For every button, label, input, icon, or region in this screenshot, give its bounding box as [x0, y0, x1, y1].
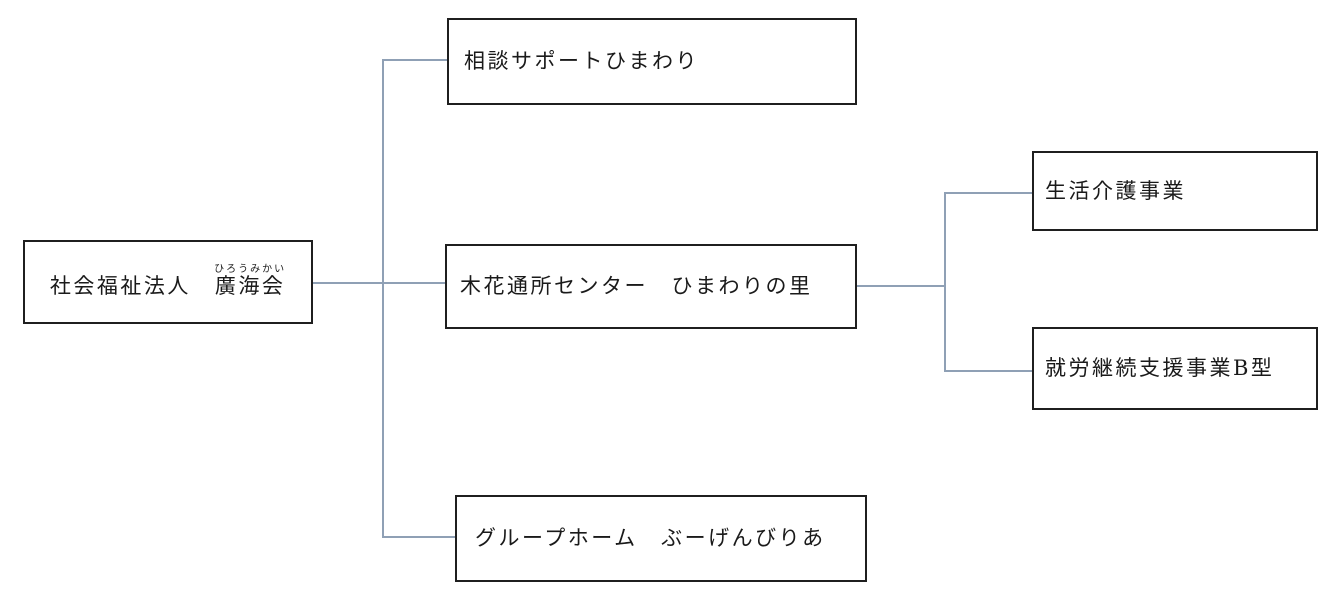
connector-right-trunk-vertical — [944, 192, 946, 372]
root-label-main: 廣海会ひろうみかい — [214, 264, 287, 299]
connector-root-to-trunk — [313, 282, 445, 284]
root-label-main-text: 廣海会 — [214, 274, 287, 299]
root-label: 社会福祉法人 廣海会ひろうみかい — [50, 264, 286, 299]
node-label: 木花通所センター ひまわりの里 — [460, 274, 813, 299]
root-label-prefix: 社会福祉法人 — [49, 274, 215, 299]
node-label: 就労継続支援事業B型 — [1045, 356, 1275, 381]
connector-branch-seikatsu — [944, 192, 1032, 194]
connector-branch-grouphome — [382, 536, 455, 538]
node-kibana-center-himawari-no-sato: 木花通所センター ひまわりの里 — [445, 244, 857, 329]
node-houjin-root: 社会福祉法人 廣海会ひろうみかい — [23, 240, 313, 324]
root-furigana: ひろうみかい — [214, 264, 287, 276]
connector-branch-soudan — [382, 59, 447, 61]
connector-kibana-to-right-trunk — [857, 285, 945, 287]
connector-trunk-vertical — [382, 59, 384, 538]
node-label: 生活介護事業 — [1045, 178, 1186, 203]
node-label: グループホーム ぶーげんびりあ — [475, 526, 826, 551]
node-soudan-support-himawari: 相談サポートひまわり — [447, 18, 857, 105]
connector-branch-shurou-b — [944, 370, 1032, 372]
node-seikatsu-kaigo-jigyou: 生活介護事業 — [1032, 151, 1318, 231]
node-grouphome-bougainvillea: グループホーム ぶーげんびりあ — [455, 495, 867, 582]
node-shurou-keizoku-shien-b: 就労継続支援事業B型 — [1032, 327, 1318, 410]
node-label: 相談サポートひまわり — [464, 49, 699, 74]
